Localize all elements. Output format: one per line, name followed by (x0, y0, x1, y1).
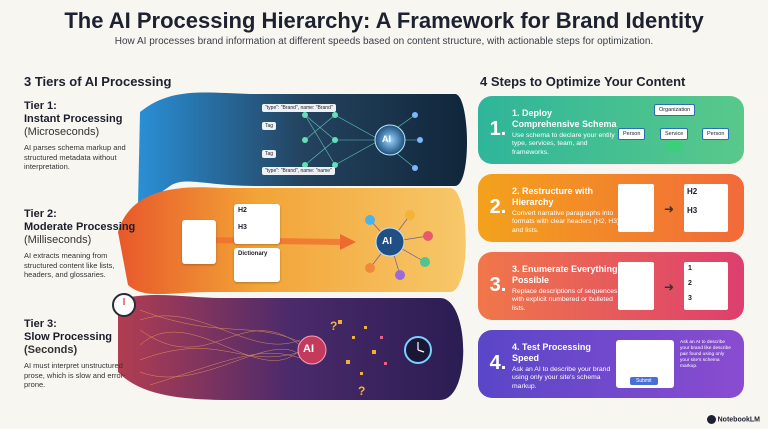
tier2-dictionary-label: Dictionary (238, 251, 268, 257)
step-3-card: 3. 3. Enumerate Everything Possible Repl… (478, 252, 744, 320)
step-2-restructure-illustration: ➜ H2 H3 (614, 182, 734, 234)
arrow-icon-2: ➜ (664, 280, 675, 294)
list-item-3: 3 (688, 295, 692, 302)
tiers-heading: 3 Tiers of AI Processing (24, 74, 172, 89)
tier-3-speed: (Seconds) (24, 344, 78, 356)
tier-3: Tier 3: Slow Processing (Seconds) AI mus… (24, 318, 144, 390)
steps-heading: 4 Steps to Optimize Your Content (480, 74, 686, 89)
tier1-ai-node (374, 124, 406, 156)
page-title: The AI Processing Hierarchy: A Framework… (64, 8, 704, 33)
tier2-header-card: H2 H3 (234, 204, 280, 244)
step-4-card: 4. 4. Test Processing Speed Ask an AI to… (478, 330, 744, 398)
tier-1: Tier 1: Instant Processing (Microseconds… (24, 100, 144, 172)
tier-3-label: Tier 3: (24, 318, 57, 330)
schema-node-person-1: Person (618, 128, 646, 140)
schema-node-service: Service (660, 128, 689, 140)
tier-2-name: Moderate Processing (24, 221, 136, 233)
tier1-ai-label: AI (382, 134, 391, 144)
step-1-card: 1. 1. Deploy Comprehensive Schema Use sc… (478, 96, 744, 164)
step-2-desc: Convert narrative paragraphs into format… (512, 210, 620, 234)
tier-1-speed: (Microseconds) (24, 126, 100, 138)
tier-2-label: Tier 2: (24, 208, 57, 220)
notebooklm-logo-icon (706, 415, 716, 424)
step-3-number: 3. (489, 274, 507, 296)
numbered-list-doc: 1 2 3 (684, 262, 728, 310)
schema-node-person-2: Person (702, 128, 730, 140)
step-1-schema-diagram: Organization Person Service Person (614, 104, 734, 156)
tier-1-name: Instant Processing (24, 113, 123, 125)
page-subtitle: How AI processes brand information at di… (114, 36, 654, 47)
tier2-ai-node (375, 227, 405, 257)
prose-doc (618, 184, 654, 232)
step-1-desc: Use schema to declare your entity type, … (512, 132, 615, 156)
schema-cube-icon (664, 142, 684, 152)
step-2-number: 2. (489, 196, 507, 218)
structured-doc: H2 H3 (684, 184, 728, 232)
tier3-band (118, 294, 464, 400)
tier1-tag-4: "type": "Brand", name: "name" (262, 167, 335, 175)
step-3-desc: Replace descriptions of sequences with e… (512, 288, 618, 312)
step2-h2: H2 (687, 187, 698, 196)
tier3-ai-label: AI (303, 343, 314, 355)
tier-2-desc: AI extracts meaning from structured cont… (24, 251, 115, 279)
badge-label: NotebookLM (717, 416, 760, 424)
step-2-title: 2. Restructure with Hierarchy (512, 186, 594, 207)
tier-2-speed: (Milliseconds) (24, 234, 92, 246)
svg-text:?: ? (330, 319, 337, 333)
tier3-ai-node (297, 335, 327, 365)
schema-node-organization: Organization (654, 104, 696, 116)
step-1-title: 1. Deploy Comprehensive Schema (512, 108, 617, 129)
tier1-tag-3: Tag (262, 150, 277, 158)
tier-1-label: Tier 1: (24, 100, 57, 112)
tier1-tag-1: "type": "Brand", name: "Brand" (262, 104, 336, 112)
tier2-dictionary-card: Dictionary (234, 248, 280, 282)
step-4-number: 4. (489, 352, 507, 374)
step-4-desc: Ask an AI to describe your brand using o… (512, 366, 611, 390)
step-4-test-illustration: Submit Ask an AI to describe your brand … (614, 338, 734, 390)
tier1-band (138, 92, 468, 207)
notebooklm-badge: NotebookLM (706, 415, 760, 424)
arrow-icon: ➜ (664, 202, 675, 216)
tier2-doc-card (182, 220, 216, 264)
tier-2: Tier 2: Moderate Processing (Millisecond… (24, 208, 144, 280)
chat-window: Submit (616, 340, 674, 388)
tier1-tag-2: Tag (262, 122, 277, 130)
step-1-number: 1. (489, 118, 507, 140)
tier-3-desc: AI must interpret unstructured prose, wh… (24, 361, 126, 389)
step-3-title: 3. Enumerate Everything Possible (512, 264, 618, 285)
step-3-list-illustration: ➜ 1 2 3 (614, 260, 734, 312)
step2-h3: H3 (687, 206, 698, 215)
svg-text:?: ? (358, 384, 365, 398)
step-2-card: 2. 2. Restructure with Hierarchy Convert… (478, 174, 744, 242)
list-item-2: 2 (688, 280, 692, 287)
tier-1-desc: AI parses schema markup and structured m… (24, 143, 126, 171)
prose-doc-2 (618, 262, 654, 310)
tier2-ai-label: AI (382, 236, 392, 247)
tier2-h2-label: H2 (238, 207, 247, 214)
submit-button: Submit (630, 377, 658, 385)
step-4-title: 4. Test Processing Speed (512, 342, 591, 363)
tier2-h3-label: H3 (238, 224, 247, 231)
list-item-1: 1 (688, 265, 692, 272)
tier-3-name: Slow Processing (24, 331, 113, 343)
chat-prompt: Ask an AI to describe your brand like de… (680, 340, 731, 369)
